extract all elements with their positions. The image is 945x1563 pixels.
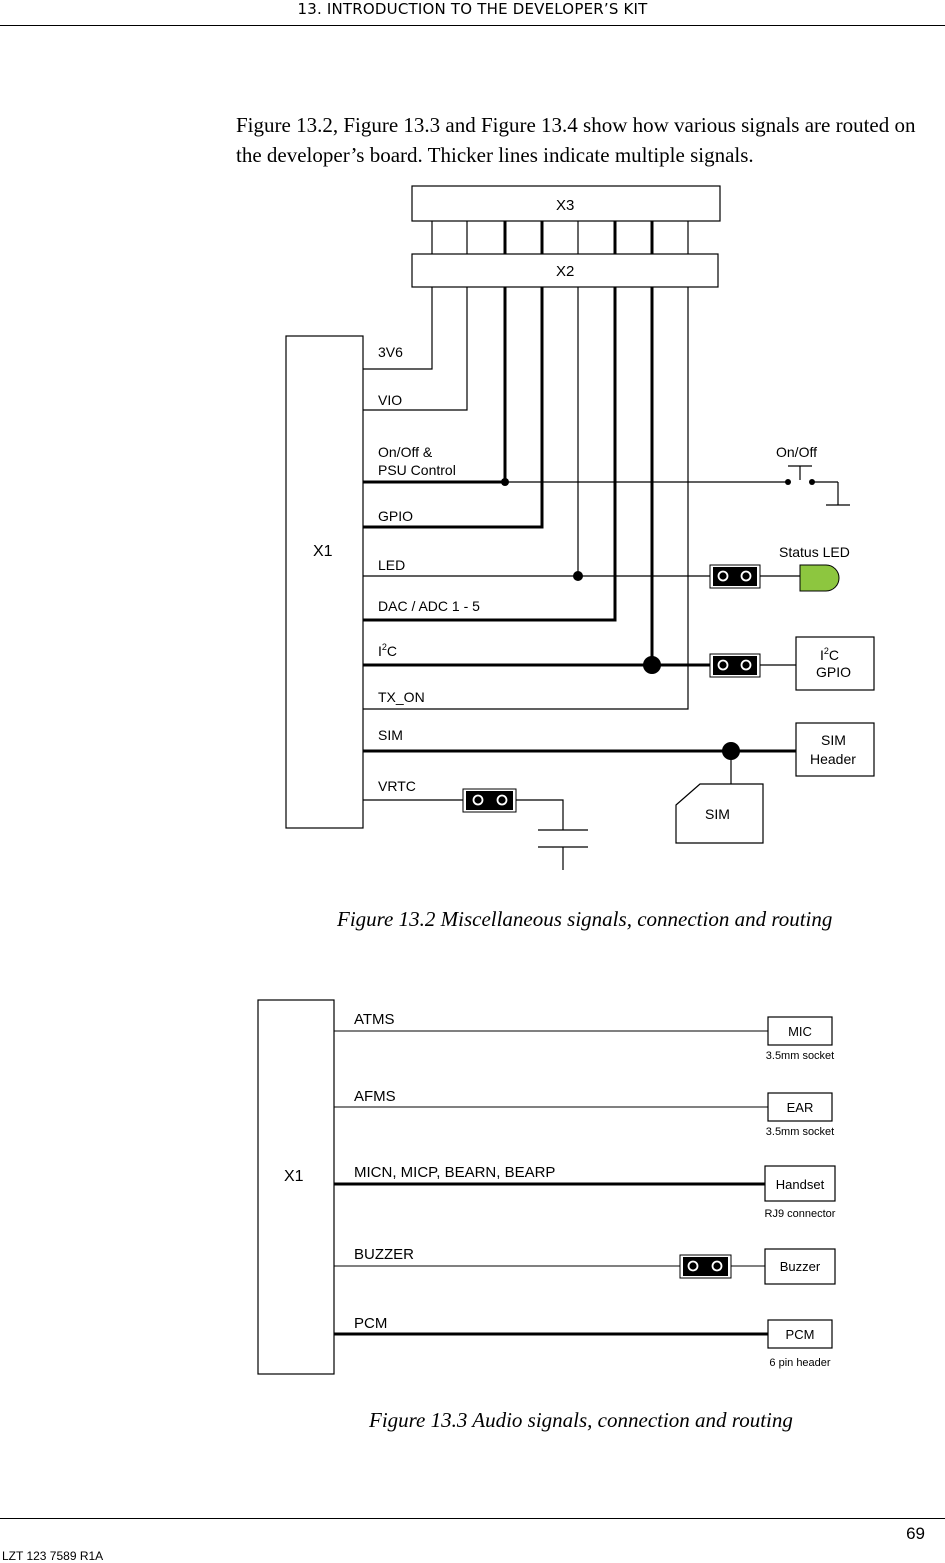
signal-pcm: PCM xyxy=(354,1315,387,1332)
signal-tx-on: TX_ON xyxy=(378,689,425,705)
route-3v6 xyxy=(363,287,433,370)
buzzer-label: Buzzer xyxy=(780,1259,821,1274)
x1-audio-connector xyxy=(257,999,335,1375)
jumper-led xyxy=(709,564,761,589)
jumper-vrtc xyxy=(462,788,517,813)
x2-label: X2 xyxy=(556,263,574,280)
signal-3v6: 3V6 xyxy=(378,344,403,360)
figure-13-3-caption: Figure 13.3 Audio signals, connection an… xyxy=(369,1408,793,1432)
switch-contact xyxy=(785,479,791,485)
signal-onoff-psu-line2: PSU Control xyxy=(378,462,456,478)
mic-label: MIC xyxy=(788,1024,812,1039)
signal-onoff-psu-line1: On/Off & xyxy=(378,444,433,460)
switch-contact xyxy=(809,479,815,485)
route-vio xyxy=(363,287,468,411)
handset-sublabel: RJ9 connector xyxy=(765,1208,836,1220)
document-id: LZT 123 7589 R1A xyxy=(2,1549,104,1563)
footer-rule xyxy=(0,1518,945,1519)
x1-audio-label: X1 xyxy=(284,1168,304,1185)
signal-gpio: GPIO xyxy=(378,508,413,524)
pcm-sublabel: 6 pin header xyxy=(769,1357,830,1369)
route-vrtc-b xyxy=(516,799,564,830)
signal-sim: SIM xyxy=(378,727,403,743)
header-rule xyxy=(0,25,945,26)
x1-label: X1 xyxy=(313,543,333,560)
signal-dac-adc: DAC / ADC 1 - 5 xyxy=(378,598,480,614)
pcm-box xyxy=(767,1319,833,1349)
junction-dot xyxy=(722,742,740,760)
signal-mic-bear: MICN, MICP, BEARN, BEARP xyxy=(354,1164,555,1181)
junction-dot xyxy=(573,571,583,581)
handset-label: Handset xyxy=(776,1177,825,1192)
figure-13-2-caption: Figure 13.2 Miscellaneous signals, conne… xyxy=(337,907,833,931)
mic-box xyxy=(767,1016,833,1046)
buzzer-box xyxy=(764,1248,836,1285)
sim-card-label: SIM xyxy=(705,806,730,822)
sim-header-label-line2: Header xyxy=(810,751,856,767)
signal-vrtc: VRTC xyxy=(378,778,416,794)
signal-i2c: I2C xyxy=(378,642,397,659)
ear-box xyxy=(767,1092,833,1122)
i2c-gpio-label-line2: GPIO xyxy=(816,664,851,680)
junction-dot xyxy=(501,478,509,486)
onoff-switch-label: On/Off xyxy=(776,444,817,460)
page-number: 69 xyxy=(906,1524,925,1543)
junction-dot xyxy=(643,656,661,674)
jumper-i2c xyxy=(709,653,761,678)
ear-sublabel: 3.5mm socket xyxy=(766,1126,834,1138)
route-dac-adc xyxy=(363,287,617,622)
signal-afms: AFMS xyxy=(354,1088,396,1105)
signal-atms: ATMS xyxy=(354,1011,395,1028)
mic-sublabel: 3.5mm socket xyxy=(766,1050,834,1062)
ear-label: EAR xyxy=(787,1100,814,1115)
chapter-header: 13. INTRODUCTION TO THE DEVELOPER’S KIT xyxy=(297,0,648,18)
pcm-label: PCM xyxy=(786,1327,815,1342)
x3-label: X3 xyxy=(556,197,574,214)
sim-header-box xyxy=(795,722,875,777)
i2c-gpio-label-line1: I2C xyxy=(820,646,839,663)
x1-connector xyxy=(285,335,364,829)
route-gpio xyxy=(363,287,544,529)
status-led-label: Status LED xyxy=(779,544,850,560)
i2c-gpio-box xyxy=(795,636,875,691)
sim-header-label-line1: SIM xyxy=(821,732,846,748)
signal-buzzer: BUZZER xyxy=(354,1246,414,1263)
figure-13-2-diagram: X3 X2 X1 3V6 VIO On/Off & PSU Control GP… xyxy=(285,185,875,870)
signal-led: LED xyxy=(378,557,405,573)
status-led-icon xyxy=(799,564,840,592)
x3-connector xyxy=(411,185,721,222)
jumper-buzzer xyxy=(679,1254,732,1279)
x2-connector xyxy=(411,253,719,288)
intro-paragraph: Figure 13.2, Figure 13.3 and Figure 13.4… xyxy=(236,113,916,167)
handset-box xyxy=(764,1165,836,1202)
signal-vio: VIO xyxy=(378,392,402,408)
route-tx-on xyxy=(363,287,689,710)
sim-card-icon xyxy=(675,783,764,844)
